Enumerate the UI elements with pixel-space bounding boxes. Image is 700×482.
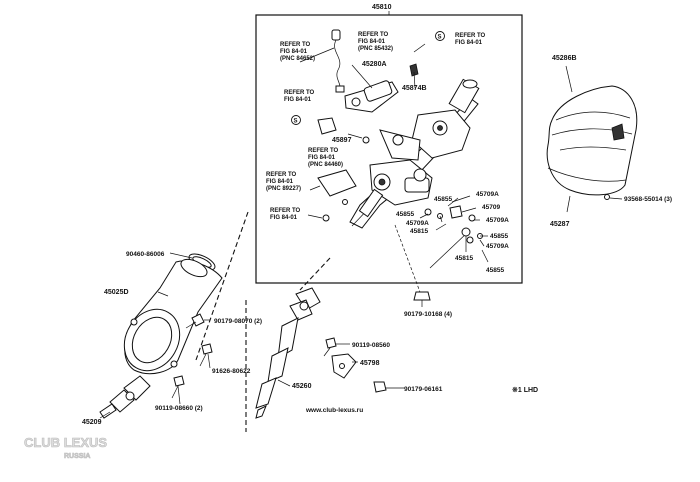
label-45209: 45209: [82, 419, 102, 426]
watermark-line1: CLUB LEXUS: [24, 435, 107, 450]
label-45709A-d: 45709A: [486, 243, 509, 250]
watermark-line2: RUSSIA: [64, 453, 90, 460]
label-45709A-a: 45709A: [476, 191, 499, 198]
bracket-45798: [331, 353, 357, 379]
ref-3-line3: FIG 84-01: [455, 40, 483, 46]
cable-connector: [331, 29, 345, 93]
ref-1-line2: FIG 84-01: [280, 49, 308, 55]
ref-5-line3: (PNC 84460): [308, 162, 343, 168]
lhd-note: ※1 LHD: [512, 386, 538, 394]
label-45897: 45897: [332, 137, 352, 144]
ref-1-line3: (PNC 84652): [280, 56, 315, 62]
boot-45025D: [123, 258, 223, 375]
ref-6-line1: REFER TO: [266, 172, 297, 178]
s-marker-1: S: [291, 115, 301, 125]
tilt-lever-parts: [424, 205, 483, 269]
label-45709A-b: 45709A: [486, 217, 509, 224]
ref-3-line2: REFER TO: [455, 33, 486, 39]
svg-text:S: S: [294, 119, 298, 125]
label-90119-08560: 90119-08560: [352, 342, 390, 349]
label-91626: 91626-80622: [212, 368, 251, 375]
ref-5-line1: REFER TO: [308, 148, 339, 154]
ref-4-line2: FIG 84-01: [284, 97, 312, 103]
label-45855-a: 45855: [434, 196, 452, 203]
ref-2-line3: (PNC 85432): [358, 46, 393, 52]
label-45855-d: 45855: [486, 267, 504, 274]
label-45286B: 45286B: [552, 55, 577, 62]
label-45798: 45798: [360, 360, 380, 367]
label-45815-b: 45815: [455, 255, 473, 262]
label-45260: 45260: [292, 383, 312, 390]
s-marker-2: S: [435, 31, 445, 41]
ref-4-line1: REFER TO: [284, 90, 315, 96]
steering-column-body: [349, 78, 480, 229]
label-90179-08070: 90179-08070 (2): [214, 318, 262, 325]
clamp-90460: [188, 253, 216, 271]
label-45709A-c: 45709A: [406, 220, 429, 227]
ref-2-line2: FIG 84-01: [358, 39, 386, 45]
label-90179-10168: 90179-10168 (4): [404, 311, 452, 318]
ref-7-line2: FIG 84-01: [270, 215, 298, 221]
universal-joint-45209: [99, 375, 151, 419]
label-90179-06161: 90179-06161: [404, 386, 443, 393]
clip-45874B: [409, 63, 419, 77]
ref-7-line1: REFER TO: [270, 208, 301, 214]
assembly-number: 45810: [372, 4, 392, 11]
svg-text:S: S: [438, 35, 442, 41]
label-45855-b: 45855: [396, 211, 414, 218]
label-90119-08660: 90119-08660 (2): [155, 405, 203, 412]
ref-6-line2: FIG 84-01: [266, 179, 294, 185]
column-cover-45286B: [546, 85, 638, 196]
dashed-link-frame-bottom: [299, 257, 331, 291]
bolt-90119-08660: [171, 375, 185, 399]
intermediate-shaft-45260: [255, 287, 321, 419]
bolt-90179-08070: [185, 313, 205, 329]
ecu-module: [317, 169, 357, 197]
label-45287: 45287: [550, 221, 570, 228]
label-45815-a: 45815: [410, 228, 428, 235]
bolt-91626: [199, 343, 213, 367]
bracket-45280A: [344, 80, 399, 113]
ref-5-line2: FIG 84-01: [308, 155, 336, 161]
label-45025D: 45025D: [104, 289, 129, 296]
label-45709: 45709: [482, 204, 500, 211]
label-90460: 90460-86006: [126, 251, 165, 258]
dashed-link-left: [195, 211, 249, 361]
ref-6-line3: (PNC 89227): [266, 186, 301, 192]
website-text: www.club-lexus.ru: [305, 407, 363, 414]
ref-1-line1: REFER TO: [280, 42, 311, 48]
label-45874B: 45874B: [402, 85, 427, 92]
label-93568: 93568-55014 (3): [624, 196, 672, 203]
ref-2-line1: REFER TO: [358, 32, 389, 38]
label-45855-c: 45855: [490, 233, 508, 240]
leader-lines: [299, 43, 489, 293]
bolt-90119-08560: [323, 337, 337, 357]
label-45280A: 45280A: [362, 61, 387, 68]
